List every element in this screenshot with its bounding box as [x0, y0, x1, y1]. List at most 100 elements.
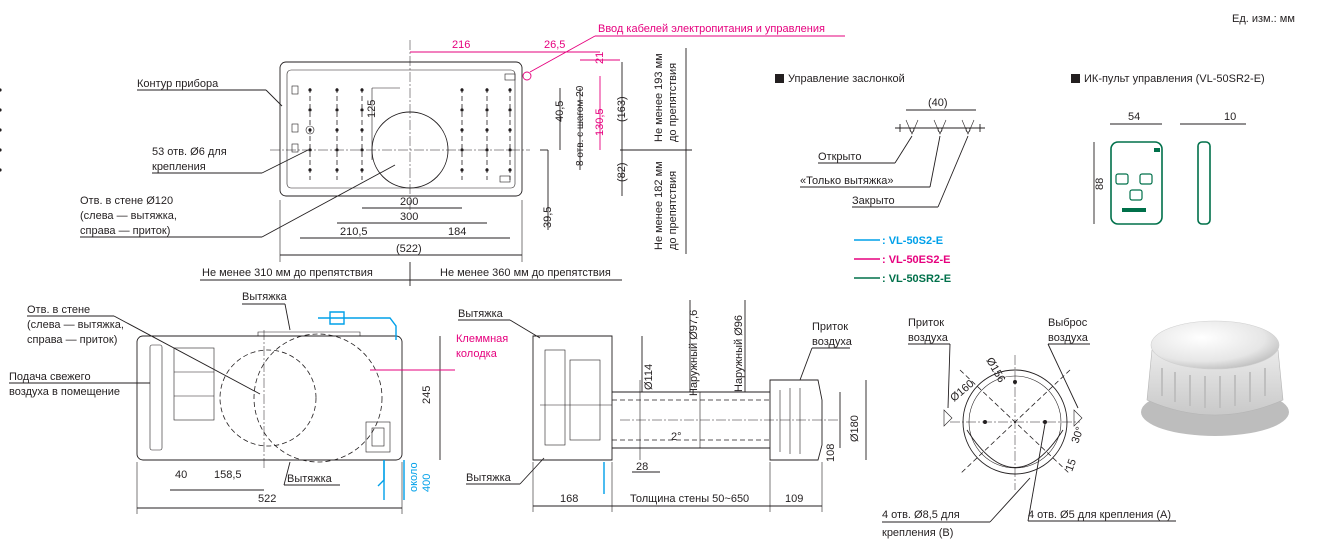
outside-hood	[769, 379, 823, 461]
svg-text:54: 54	[1128, 111, 1140, 123]
svg-text:108: 108	[825, 444, 837, 462]
svg-text:(163): (163)	[616, 96, 628, 122]
svg-text:Отв. в стене: Отв. в стене	[27, 304, 90, 316]
svg-text:158,5: 158,5	[214, 469, 242, 481]
svg-text:522: 522	[258, 493, 276, 505]
svg-text:4 отв. Ø8,5 для: 4 отв. Ø8,5 для	[882, 509, 960, 521]
svg-text:воздуха: воздуха	[908, 332, 949, 344]
clearance-top-2: до препятствия	[667, 63, 679, 142]
svg-text:воздуха в помещение: воздуха в помещение	[9, 386, 120, 398]
svg-text:39,5: 39,5	[542, 207, 554, 228]
svg-text:15: 15	[1064, 457, 1079, 473]
svg-text:88: 88	[1094, 178, 1106, 190]
cable-entry-circle	[522, 71, 532, 81]
svg-text:2°: 2°	[671, 431, 682, 443]
svg-text:300: 300	[400, 211, 418, 223]
svg-text:10: 10	[1224, 111, 1236, 123]
svg-text:(слева — вытяжка,: (слева — вытяжка,	[80, 210, 177, 222]
svg-text:Вытяжка: Вытяжка	[242, 291, 288, 303]
svg-text:Толщина стены 50~650: Толщина стены 50~650	[630, 493, 749, 505]
svg-text:Вытяжка: Вытяжка	[458, 308, 504, 320]
svg-text:Клеммная: Клеммная	[456, 333, 508, 345]
svg-text:125: 125	[366, 100, 378, 118]
svg-text:(40): (40)	[928, 97, 948, 109]
clearance-bottom-2: до препятствия	[667, 171, 679, 250]
svg-text:21: 21	[594, 52, 606, 64]
svg-text:8 отв. с шагом 20: 8 отв. с шагом 20	[575, 85, 586, 166]
legend-sr2: : VL-50SR2-E	[882, 273, 951, 285]
outline-label: Контур прибора	[137, 78, 219, 90]
svg-text:28: 28	[636, 461, 648, 473]
svg-text:(522): (522)	[396, 243, 422, 255]
front-view: Отв. в стене (слева — вытяжка, справа — …	[9, 291, 455, 514]
terminal-box	[365, 421, 391, 453]
svg-text:109: 109	[785, 493, 803, 505]
power-plug	[318, 311, 397, 340]
remote-button-3	[1129, 189, 1143, 201]
top-view: Ввод кабелей электропитания и управления…	[0, 23, 845, 286]
remote-title: ИК-пульт управления (VL-50SR2-E)	[1084, 73, 1265, 85]
cable-entry-label: Ввод кабелей электропитания и управления	[598, 23, 825, 35]
svg-text:30°: 30°	[1070, 425, 1087, 445]
legend-es2: : VL-50ES2-E	[882, 254, 950, 266]
svg-text:Выброс: Выброс	[1048, 317, 1088, 329]
svg-text:крепления: крепления	[152, 161, 206, 173]
intake-arrow-icon	[943, 409, 953, 427]
svg-text:колодка: колодка	[456, 348, 498, 360]
svg-text:26,5: 26,5	[544, 39, 565, 51]
svg-text:Открыто: Открыто	[818, 151, 861, 163]
svg-text:40: 40	[175, 469, 187, 481]
svg-text:210,5: 210,5	[340, 226, 368, 238]
clearance-bottom-1: Не менее 182 мм	[653, 161, 665, 250]
remote-front	[1110, 141, 1163, 225]
ir-remote: ИК-пульт управления (VL-50SR2-E) 54 10 8…	[1071, 73, 1265, 225]
svg-text:воздуха: воздуха	[1048, 332, 1089, 344]
svg-text:Закрыто: Закрыто	[852, 195, 895, 207]
plate-outline	[286, 69, 516, 189]
hood-photo	[1141, 320, 1289, 436]
mounting-holes	[0, 88, 512, 180]
svg-text:53 отв. Ø6 для: 53 отв. Ø6 для	[152, 146, 227, 158]
svg-text:(слева — вытяжка,: (слева — вытяжка,	[27, 319, 124, 331]
remote-button-1	[1115, 173, 1129, 185]
side-unit-body	[532, 335, 613, 461]
svg-text:Вытяжка: Вытяжка	[466, 472, 512, 484]
svg-text:справа — приток): справа — приток)	[27, 334, 117, 346]
svg-text:воздуха: воздуха	[812, 336, 853, 348]
hood-view: Приток воздуха Выброс воздуха Ø156 Ø160 …	[882, 317, 1176, 539]
svg-text:(82): (82)	[616, 162, 628, 182]
svg-text:130,5: 130,5	[594, 108, 606, 136]
device-outline	[279, 61, 523, 197]
svg-text:Ø114: Ø114	[643, 364, 655, 390]
clearance-right: Не менее 360 мм до препятствия	[440, 267, 611, 279]
svg-text:184: 184	[448, 226, 466, 238]
model-legend: : VL-50S2-E : VL-50ES2-E : VL-50SR2-E	[854, 235, 951, 285]
remote-side	[1197, 141, 1211, 225]
svg-text:Отв. в стене Ø120: Отв. в стене Ø120	[80, 195, 173, 207]
legend-s2: : VL-50S2-E	[882, 235, 943, 247]
svg-text:Наружный Ø97,6: Наружный Ø97,6	[688, 310, 700, 396]
units-label: Ед. изм.: мм	[1232, 13, 1295, 25]
damper-title: Управление заслонкой	[788, 73, 905, 85]
brand-icon	[1154, 148, 1160, 152]
svg-text:Наружный Ø96: Наружный Ø96	[733, 315, 745, 392]
svg-text:216: 216	[452, 39, 470, 51]
svg-text:около: около	[408, 462, 420, 492]
svg-text:крепления (B): крепления (B)	[882, 527, 953, 539]
damper-control: Управление заслонкой (40) Открыто «Тольк…	[775, 73, 985, 208]
duct-pipe	[612, 391, 770, 449]
svg-text:400: 400	[421, 474, 433, 492]
unit-body	[136, 335, 403, 461]
impeller-circle	[253, 333, 383, 463]
svg-text:200: 200	[400, 196, 418, 208]
svg-text:«Только вытяжка»: «Только вытяжка»	[800, 175, 894, 187]
svg-text:245: 245	[421, 386, 433, 404]
outlet-arrow-icon	[1073, 409, 1083, 427]
clearance-left: Не менее 310 мм до препятствия	[202, 267, 373, 279]
svg-text:справа — приток): справа — приток)	[80, 225, 170, 237]
side-view: Вытяжка Клеммная колодка Вытяжка Наружны…	[456, 300, 867, 512]
svg-text:168: 168	[560, 493, 578, 505]
svg-text:Приток: Приток	[812, 321, 848, 333]
svg-text:4 отв. Ø5 для крепления (A): 4 отв. Ø5 для крепления (A)	[1028, 509, 1171, 521]
